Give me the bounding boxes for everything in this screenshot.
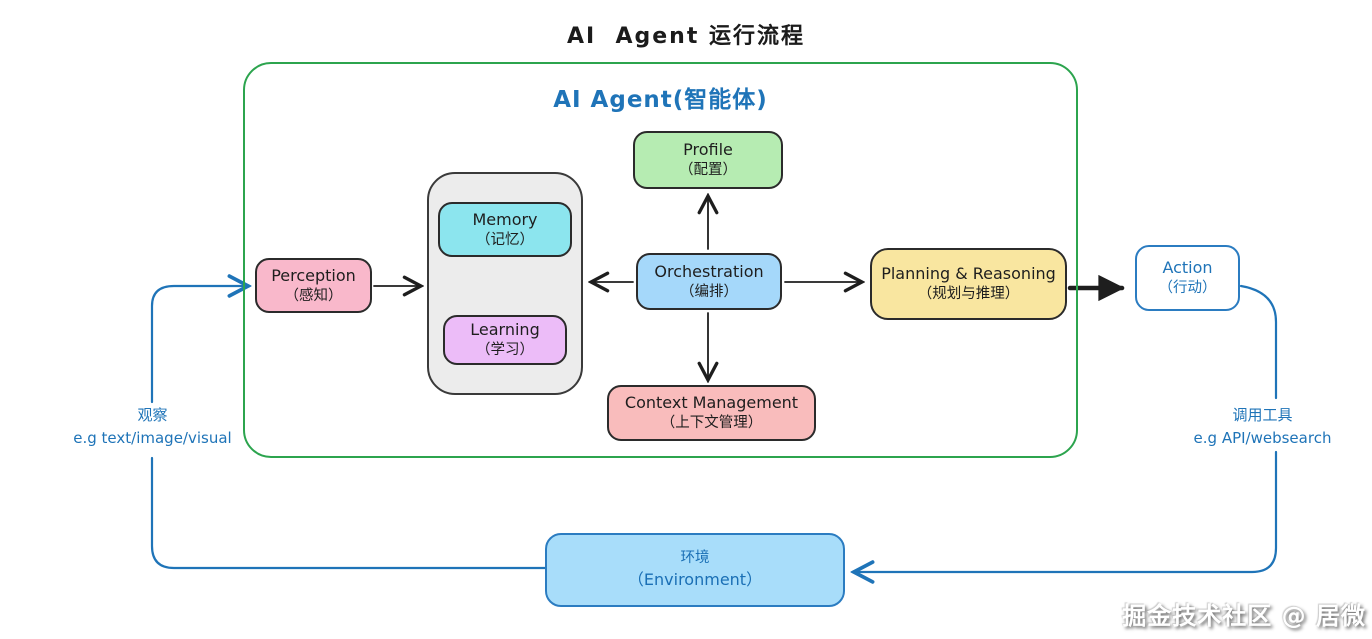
node-environment: 环境 （Environment） <box>545 533 845 607</box>
node-memory-label-zh: （记忆） <box>476 231 534 248</box>
line-action-to-environment-upper <box>1239 284 1278 400</box>
node-action: Action （行动） <box>1135 245 1240 311</box>
node-context-label-zh: （上下文管理） <box>660 415 763 432</box>
node-planning-reasoning: Planning & Reasoning （规划与推理） <box>870 248 1067 320</box>
node-learning: Learning （学习） <box>443 315 567 365</box>
node-learning-label-zh: （学习） <box>476 342 534 359</box>
node-context-management: Context Management （上下文管理） <box>607 385 816 441</box>
watermark: 掘金技术社区 @ 居微 <box>1122 602 1366 630</box>
node-perception: Perception （感知） <box>255 258 372 313</box>
arrow-action-to-environment <box>855 450 1278 572</box>
line-environment-to-perception-lower <box>150 456 547 570</box>
node-planning-label-zh: （规划与推理） <box>917 286 1020 303</box>
agent-container-title: AI Agent(智能体) <box>553 87 768 113</box>
node-orchestration: Orchestration （编排） <box>636 253 782 310</box>
node-environment-label-en: （Environment） <box>627 569 763 589</box>
node-environment-label-zh: 环境 <box>680 550 710 567</box>
node-memory-label-en: Memory <box>472 209 538 229</box>
edge-label-tool-call-title: 调用工具 <box>1232 406 1293 424</box>
edge-label-tool-call: 调用工具 e.g API/websearch <box>1160 404 1365 449</box>
node-action-label-zh: （行动） <box>1158 280 1217 297</box>
edge-label-observation-title: 观察 <box>137 406 168 424</box>
arrow-environment-to-perception <box>150 286 247 404</box>
edge-label-observation: 观察 e.g text/image/visual <box>40 404 265 449</box>
node-profile-label-zh: （配置） <box>679 162 737 179</box>
node-orchestration-label-zh: （编排） <box>680 283 738 300</box>
edge-label-tool-call-example: e.g API/websearch <box>1193 428 1332 447</box>
node-perception-label-en: Perception <box>271 265 356 285</box>
node-memory: Memory （记忆） <box>438 202 572 257</box>
node-perception-label-zh: （感知） <box>284 287 343 304</box>
node-learning-label-en: Learning <box>470 320 540 340</box>
node-context-label-en: Context Management <box>624 393 799 413</box>
node-profile: Profile （配置） <box>633 131 783 189</box>
node-planning-label-en: Planning & Reasoning <box>881 264 1056 284</box>
agent-container-border <box>243 62 1078 458</box>
node-action-label-en: Action <box>1162 258 1213 278</box>
node-orchestration-label-en: Orchestration <box>654 261 764 281</box>
node-profile-label-en: Profile <box>683 140 733 160</box>
edge-label-observation-example: e.g text/image/visual <box>73 428 232 447</box>
page-title: AI Agent 运行流程 <box>566 24 806 49</box>
